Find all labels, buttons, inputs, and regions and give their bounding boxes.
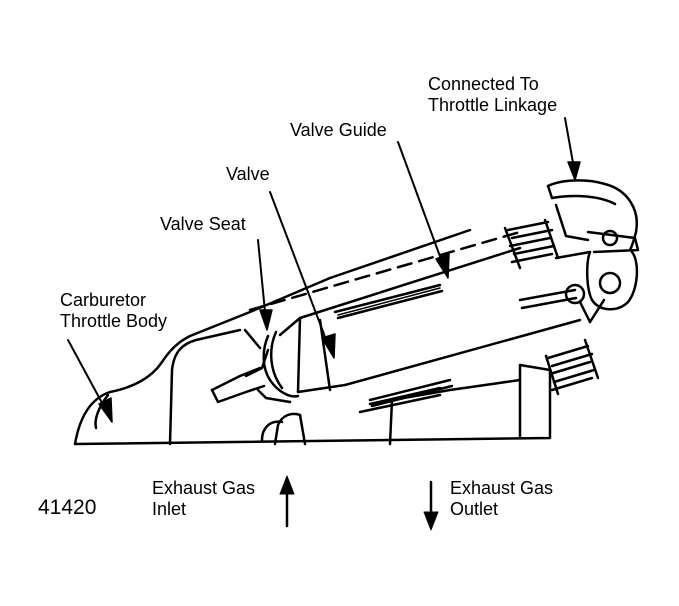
lower-spring: [544, 338, 600, 396]
label-exhaust-outlet-line2: Outlet: [450, 499, 499, 519]
exhaust-outlet-arrow: [423, 480, 439, 531]
label-throttle-body: Carburetor Throttle Body: [60, 290, 167, 332]
label-throttle-body-line2: Throttle Body: [60, 311, 168, 331]
label-valve: Valve: [226, 164, 270, 184]
valve-and-seat: [210, 330, 300, 404]
label-exhaust-inlet-line2: Inlet: [152, 499, 187, 519]
label-throttle-linkage: Connected To Throttle Linkage: [428, 74, 557, 116]
figure-number: 41420: [38, 496, 97, 519]
label-throttle-linkage-line1: Connected To: [428, 74, 539, 94]
label-exhaust-outlet-line1: Exhaust Gas: [450, 478, 554, 498]
label-valve-guide: Valve Guide: [290, 120, 387, 140]
upper-spring: [503, 218, 560, 270]
linkage-fitting: [518, 179, 640, 324]
exhaust-inlet-arrow: [279, 475, 295, 528]
label-exhaust-inlet: Exhaust Gas Inlet: [152, 478, 255, 520]
label-exhaust-inlet-line1: Exhaust Gas: [152, 478, 256, 498]
label-exhaust-outlet: Exhaust Gas Outlet: [450, 478, 553, 520]
label-throttle-body-line1: Carburetor: [60, 290, 147, 310]
leader-arrows: [67, 117, 581, 423]
label-valve-seat: Valve Seat: [160, 214, 246, 234]
label-throttle-linkage-line2: Throttle Linkage: [428, 95, 558, 115]
